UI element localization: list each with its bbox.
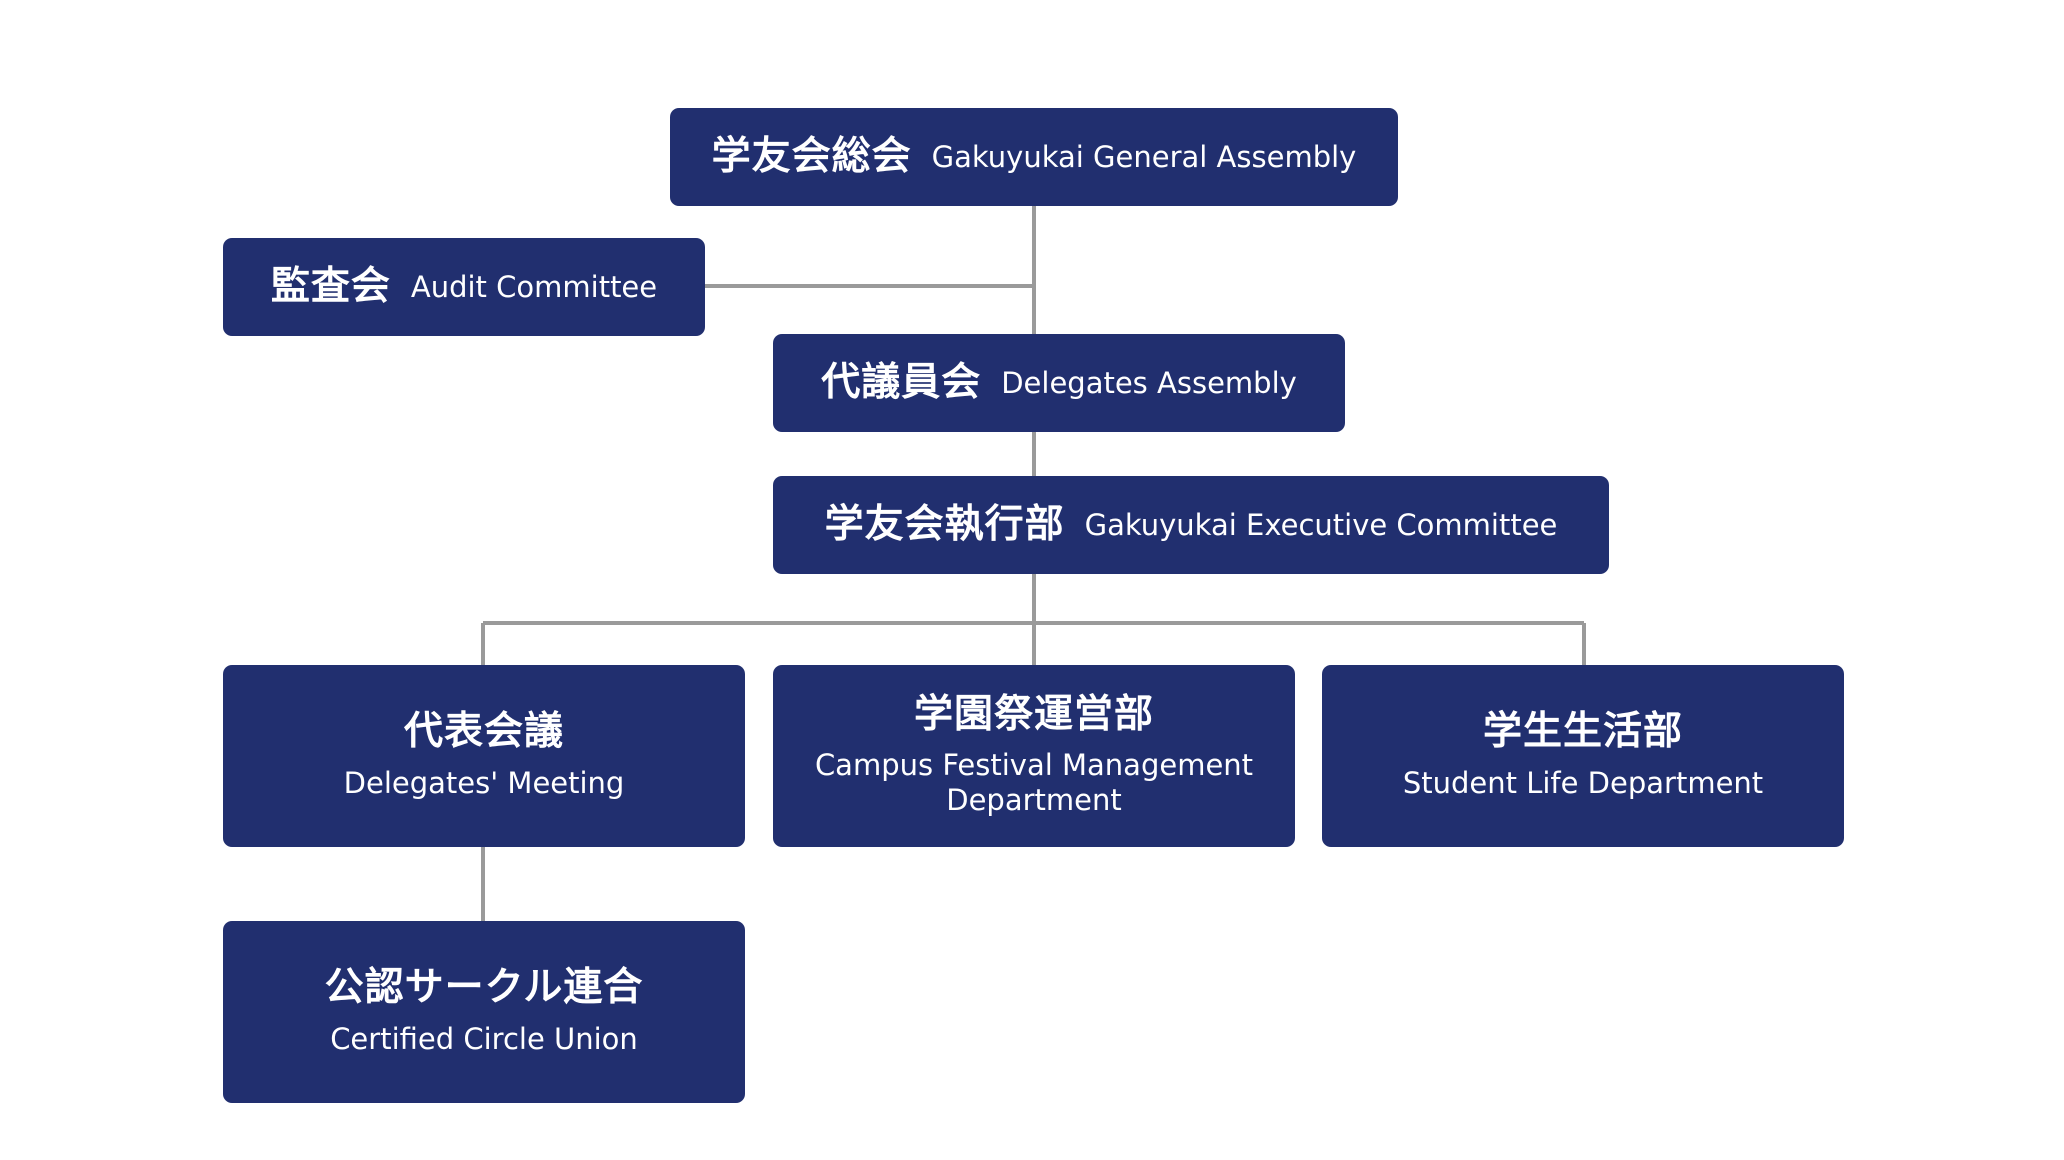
node-en-label-line: Department: [946, 783, 1122, 818]
node-jp-label: 監査会: [270, 263, 391, 309]
node-en-label-line: Campus Festival Management: [814, 748, 1254, 783]
node-certified-circle-union: 公認サークル連合 Certified Circle Union: [223, 921, 745, 1103]
node-campus-festival: 学園祭運営部 Campus Festival Management Depart…: [773, 665, 1295, 847]
node-jp-label: 公認サークル連合: [324, 965, 644, 1011]
node-jp-label: 代表会議: [403, 709, 564, 755]
node-en-label: Delegates Assembly: [1001, 365, 1297, 400]
node-en-label: Audit Committee: [410, 269, 658, 304]
node-delegates-meeting: 代表会議 Delegates' Meeting: [223, 665, 745, 847]
node-executive-committee: 学友会執行部 Gakuyukai Executive Committee: [773, 476, 1609, 574]
node-en-label: Certified Circle Union: [330, 1022, 638, 1057]
node-student-life: 学生生活部 Student Life Department: [1322, 665, 1844, 847]
node-jp-label: 学園祭運営部: [913, 691, 1154, 737]
node-jp-label: 学友会総会: [711, 133, 912, 179]
node-jp-label: 学友会執行部: [824, 501, 1065, 547]
node-en-label: Student Life Department: [1402, 766, 1764, 801]
node-delegates-assembly: 代議員会 Delegates Assembly: [773, 334, 1345, 432]
node-general-assembly: 学友会総会 Gakuyukai General Assembly: [670, 108, 1398, 206]
node-en-label: Gakuyukai Executive Committee: [1084, 507, 1558, 542]
node-audit-committee: 監査会 Audit Committee: [223, 238, 705, 336]
node-en-label: Delegates' Meeting: [343, 766, 625, 801]
node-en-label: Campus Festival Management Department: [815, 748, 1253, 818]
node-jp-label: 代議員会: [821, 359, 982, 405]
node-en-label: Gakuyukai General Assembly: [931, 139, 1357, 174]
node-jp-label: 学生生活部: [1482, 709, 1683, 755]
